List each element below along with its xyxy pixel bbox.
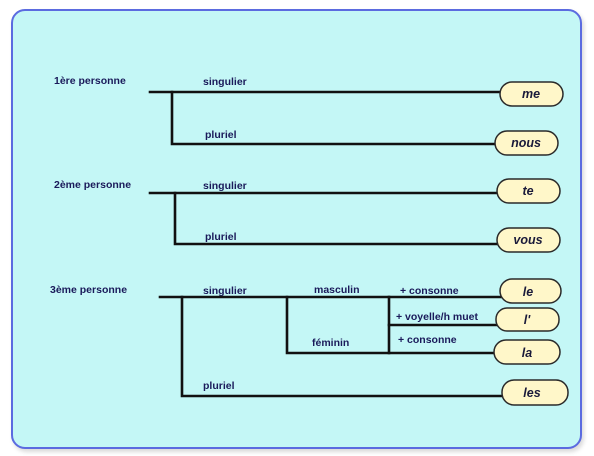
person-label-3: 3ème personne: [50, 284, 127, 296]
singular-label-3: singulier: [203, 285, 247, 297]
condition-vowel: + voyelle/h muet: [396, 311, 478, 323]
form-vous: vous: [513, 233, 542, 247]
masculine-label: masculin: [314, 284, 360, 296]
branch-line: [173, 191, 507, 246]
plural-label-1: pluriel: [205, 129, 237, 141]
form-box: [496, 178, 561, 204]
plural-label-3: pluriel: [203, 380, 235, 392]
form-le: le: [523, 285, 533, 299]
form-box: [501, 379, 569, 406]
plural-label-2: pluriel: [205, 231, 237, 243]
form-box: [494, 130, 559, 156]
branch-line: [180, 295, 507, 398]
form-la: la: [522, 346, 532, 360]
branch-line: [170, 90, 507, 146]
condition-consonant-f: + consonne: [398, 334, 457, 346]
branch-line: [285, 295, 507, 355]
form-box: [499, 81, 564, 107]
form-box: [496, 227, 561, 253]
group-second-person: 2ème personne singulier pluriel te vous: [54, 178, 561, 253]
form-box: [495, 307, 560, 332]
form-l: l': [524, 313, 531, 327]
feminine-label: féminin: [312, 337, 349, 349]
form-me: me: [522, 87, 540, 101]
person-label-1: 1ère personne: [54, 75, 126, 87]
form-box: [499, 278, 562, 304]
group-first-person: 1ère personne singulier pluriel me nous: [54, 75, 564, 156]
person-label-2: 2ème personne: [54, 179, 131, 191]
singular-label-2: singulier: [203, 180, 247, 192]
group-third-person: 3ème personne singulier masculin + conso…: [50, 278, 569, 406]
singular-label-1: singulier: [203, 76, 247, 88]
form-les: les: [523, 386, 540, 400]
form-box: [493, 339, 561, 365]
condition-consonant-m: + consonne: [400, 285, 459, 297]
form-nous: nous: [511, 136, 541, 150]
form-te: te: [522, 184, 533, 198]
diagram-panel: [11, 9, 582, 449]
